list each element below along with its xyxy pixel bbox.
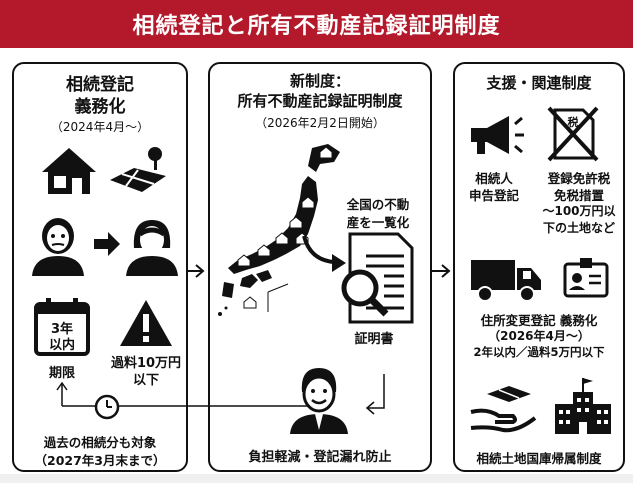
callout-line2: 産を一覧化 bbox=[346, 215, 410, 230]
panel2-title-line2: 所有不動産記録証明制度 bbox=[237, 92, 403, 110]
warning-icon bbox=[120, 300, 172, 346]
flow-curve-arrow-icon bbox=[302, 235, 346, 272]
panel-new-system: 新制度： 所有不動産記録証明制度 （2026年2月2日開始） 全国の不動 産を一… bbox=[208, 62, 432, 472]
fine-amount: 過料10万円 bbox=[110, 356, 182, 371]
panel1-date: （2024年4月〜） bbox=[50, 120, 150, 134]
tax-exempt-icon bbox=[547, 106, 599, 162]
house-icon bbox=[42, 148, 96, 194]
fine-limit: 以下 bbox=[132, 373, 159, 388]
land-return-system: 相続土地国庫帰属制度 bbox=[476, 451, 602, 466]
deadline-years: 3年 bbox=[50, 322, 74, 337]
tax-exemption-line2: 免税措置 bbox=[553, 188, 604, 203]
tax-exemption-line4: 下の土地など bbox=[542, 221, 615, 235]
tax-exemption-line1: 登録免許税 bbox=[547, 171, 611, 186]
elderly-person-icon bbox=[32, 218, 84, 276]
arrow-panel2-to-panel3 bbox=[432, 264, 451, 278]
moving-truck-icon bbox=[471, 260, 541, 302]
tax-icon-label: 税 bbox=[567, 116, 579, 129]
panel-related-systems: 支援・関連制度 相続人 申告登記 税 登録免許税 免税措置 〜100万円以 下の… bbox=[453, 62, 625, 472]
arrow-panel1-to-panel2 bbox=[188, 264, 205, 278]
address-change-terms: 2年以内／過料5万円以下 bbox=[473, 345, 605, 359]
address-change-date: （2026年4月〜） bbox=[488, 329, 590, 343]
certificate-label: 証明書 bbox=[354, 332, 394, 347]
panel2-title-line1: 新制度： bbox=[289, 72, 350, 90]
heir-declaration-line1: 相続人 bbox=[475, 171, 513, 186]
succession-arrow-icon bbox=[94, 232, 120, 256]
id-card-icon bbox=[563, 258, 609, 298]
title-banner: 相続登記と所有不動産記録証明制度 bbox=[0, 0, 633, 48]
callout-line1: 全国の不動 bbox=[346, 197, 410, 212]
benefit-text: 負担軽減・登記漏れ防止 bbox=[248, 450, 392, 465]
bottom-strip bbox=[0, 474, 633, 483]
tax-exemption-line3: 〜100万円以 bbox=[542, 204, 616, 218]
clock-icon bbox=[94, 394, 120, 420]
panel1-title-line2: 義務化 bbox=[74, 97, 126, 117]
past-inheritance-note: 過去の相続分も対象 bbox=[43, 435, 157, 450]
satisfied-person-icon bbox=[290, 368, 348, 434]
deadline-label: 期限 bbox=[48, 366, 75, 381]
japan-map-icon bbox=[218, 144, 340, 316]
megaphone-icon bbox=[471, 116, 524, 154]
land-transfer-hands-icon bbox=[470, 386, 537, 433]
calendar-icon bbox=[34, 298, 90, 356]
panel3-title: 支援・関連制度 bbox=[486, 74, 592, 92]
arrow-certificate-to-person bbox=[365, 374, 385, 415]
page-title: 相続登記と所有不動産記録証明制度 bbox=[132, 14, 501, 39]
address-change-title: 住所変更登記 義務化 bbox=[480, 313, 598, 328]
panel2-date: （2026年2月2日開始） bbox=[255, 116, 385, 130]
heir-declaration-line2: 申告登記 bbox=[468, 188, 519, 203]
past-inheritance-deadline: （2027年3月末まで） bbox=[34, 453, 166, 468]
deadline-within: 以内 bbox=[48, 338, 75, 353]
heir-person-icon bbox=[126, 220, 178, 276]
panel1-title-line1: 相続登記 bbox=[66, 75, 134, 95]
land-icon bbox=[110, 147, 166, 192]
certificate-document-icon bbox=[341, 232, 414, 324]
government-building-icon bbox=[555, 378, 611, 434]
